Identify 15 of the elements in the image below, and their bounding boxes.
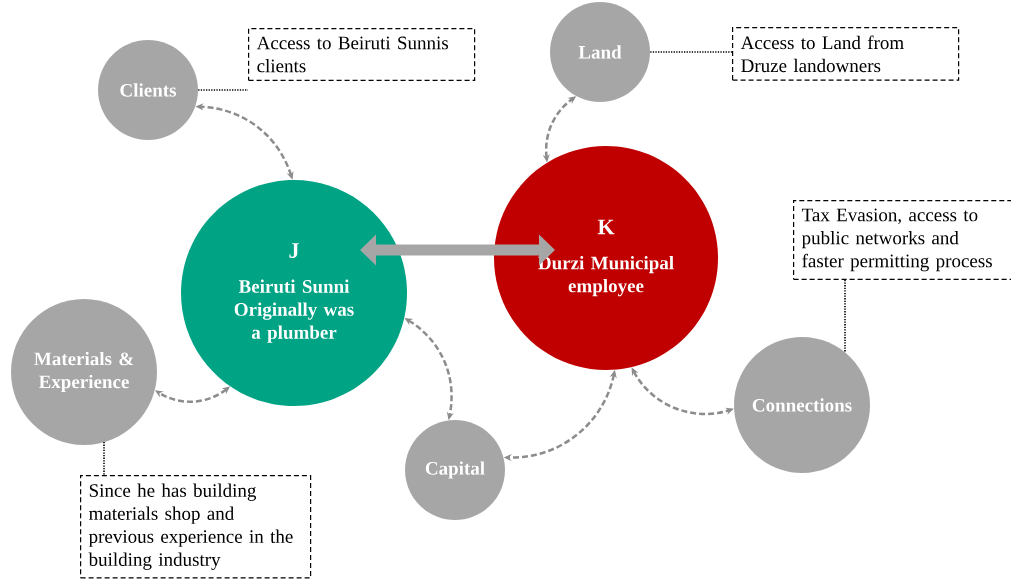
leader-line [197,89,249,91]
callout-box: Since he has building materials shop and previous experience in the building industry [80,475,312,579]
circle-node: Materials & Experience [11,299,157,445]
leader-line [844,279,846,353]
circle-node: Land [550,2,650,102]
leader-line [103,441,105,476]
callout-box: Tax Evasion, access to public networks and faster permitting process [793,200,1011,280]
circle-node: Clients [98,40,198,140]
callout-box: Access to Beiruti Sunnis clients [248,28,476,81]
circle-node: Connections [734,337,870,473]
circle-node: Capital [405,420,505,520]
double-arrow [360,234,555,266]
circle-node: J Beiruti Sunni Originally was a plumber [181,180,407,406]
callout-box: Access to Land from Druze landowners [732,27,960,81]
leader-line [649,51,733,53]
